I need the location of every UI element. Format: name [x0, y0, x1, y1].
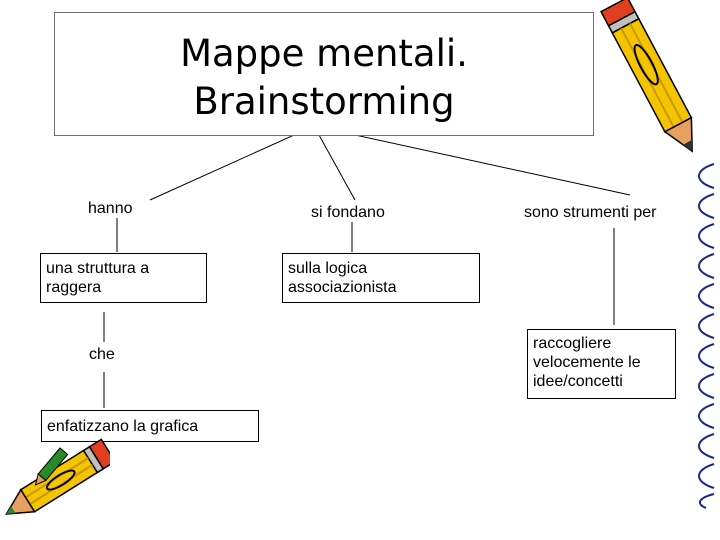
pencil-icon [600, 0, 693, 153]
concept-node-raccogliere: raccogliere velocemente le idee/concetti [527, 329, 676, 399]
link-label-sonostrumenti: sono strumenti per [524, 204, 657, 221]
concept-node-struttura: una struttura a raggera [40, 253, 207, 303]
concept-node-text: raccogliere velocemente le idee/concetti [533, 335, 641, 390]
connector-title-sifondano [313, 125, 356, 201]
title-box [54, 12, 594, 136]
connector-title-hanno [149, 125, 315, 201]
connector-title-sonostrumenti [313, 125, 631, 196]
spiral-binding-icon [698, 163, 715, 509]
concept-node-text: enfatizzano la grafica [47, 418, 199, 435]
page-title: Mappe mentali. Brainstorming [54, 30, 594, 126]
concept-node-text: sulla logica associazionista [288, 260, 397, 296]
title-line-1: Mappe mentali. [180, 32, 468, 75]
concept-node-logica: sulla logica associazionista [282, 253, 480, 303]
pencil-icon [5, 438, 110, 515]
link-label-hanno: hanno [88, 200, 133, 217]
concept-node-grafica: enfatizzano la grafica [41, 410, 259, 442]
concept-node-text: una struttura a raggera [46, 260, 150, 296]
link-label-che: che [89, 346, 115, 363]
link-label-sifondano: si fondano [311, 204, 385, 221]
title-line-2: Brainstorming [193, 80, 455, 123]
